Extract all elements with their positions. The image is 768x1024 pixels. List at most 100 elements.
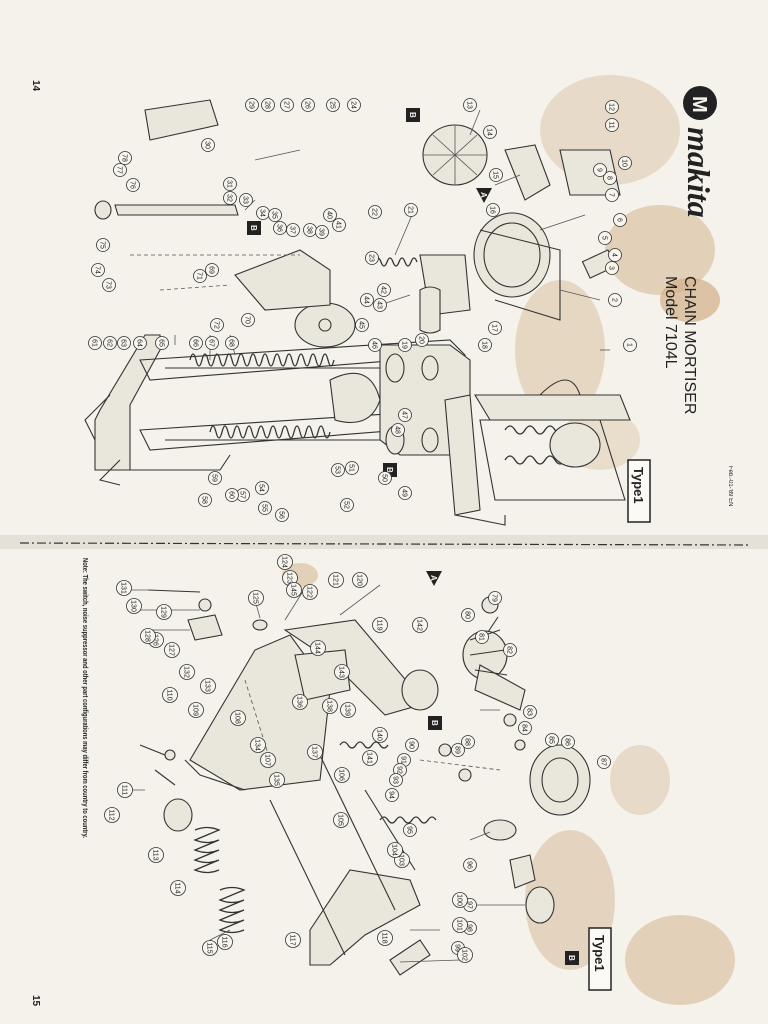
- callout-number: 86: [564, 738, 571, 746]
- part-callout: 36: [273, 221, 287, 235]
- return-spring: [374, 257, 418, 267]
- armature: [462, 616, 526, 711]
- callout-circle: [415, 333, 429, 347]
- title-line1: CHAIN MORTISER: [681, 276, 698, 414]
- callout-number: 56: [278, 511, 285, 519]
- part-callout: 94: [385, 788, 399, 802]
- callout-number: 142: [416, 619, 423, 631]
- callout-circle: [488, 591, 502, 605]
- part-callout: 93: [389, 773, 403, 787]
- callout-number: 126: [152, 634, 159, 646]
- part-callout: 120: [352, 572, 368, 588]
- callout-number: 133: [204, 680, 211, 692]
- callout-number: 28: [264, 101, 271, 109]
- part-callout: 28: [261, 98, 275, 112]
- callout-number: 34: [259, 209, 266, 217]
- callout-number: 123: [286, 572, 293, 584]
- callout-number: 77: [116, 166, 123, 174]
- callout-number: 36: [276, 224, 283, 232]
- callout-number: 129: [160, 606, 167, 618]
- part-callout: 32: [223, 191, 237, 205]
- callout-circle: [608, 293, 622, 307]
- callout-number: 97: [466, 901, 473, 909]
- callout-circle: [605, 100, 619, 114]
- part-callout: 49: [398, 486, 412, 500]
- callout-circle: [387, 842, 403, 858]
- part-callout: 107: [260, 752, 276, 768]
- part-callout: 121: [328, 572, 344, 588]
- part-callout: 88: [461, 735, 475, 749]
- callout-number: 7: [608, 193, 615, 197]
- callout-number: 39: [318, 228, 325, 236]
- part-callout: 134: [250, 737, 266, 753]
- part-callout: 143: [334, 664, 350, 680]
- part-callout: 136: [292, 694, 308, 710]
- assembled-view-left: [444, 379, 631, 526]
- type-label-right: Type1: [592, 935, 607, 972]
- callout-circle: [605, 261, 619, 275]
- part-callout: 58: [198, 493, 212, 507]
- part-callout: 69: [205, 263, 219, 277]
- part-callout: 3: [605, 261, 619, 275]
- part-callout: 104: [387, 842, 403, 858]
- type-label-left: Type1: [631, 467, 646, 504]
- part-callout: 80: [461, 608, 475, 622]
- callout-circle: [241, 313, 255, 327]
- callout-circle: [179, 664, 195, 680]
- callout-number: 144: [314, 642, 321, 654]
- callout-circle: [292, 694, 308, 710]
- callout-number: 32: [226, 194, 233, 202]
- part-callout: 26: [301, 98, 315, 112]
- part-callout: 106: [334, 767, 350, 783]
- part-callout: 135: [269, 772, 285, 788]
- callout-circle: [368, 205, 382, 219]
- part-callout: 108: [230, 710, 246, 726]
- left-page-number: 14: [30, 80, 41, 92]
- callout-circle: [148, 847, 164, 863]
- part-callout: 113: [148, 847, 164, 863]
- callout-number: 76: [129, 181, 136, 189]
- part-callout: 38: [303, 223, 317, 237]
- callout-number: 30: [204, 141, 211, 149]
- callout-number: 33: [242, 196, 249, 204]
- callout-circle: [405, 738, 419, 752]
- callout-number: 27: [283, 101, 290, 109]
- callout-number: 83: [526, 708, 533, 716]
- part-callout: 145: [286, 582, 302, 598]
- callout-circle: [373, 298, 387, 312]
- callout-number: 74: [94, 266, 101, 274]
- callout-number: 101: [456, 919, 463, 931]
- callout-number: 11: [608, 121, 615, 128]
- callout-number: 65: [158, 339, 165, 347]
- bracket-assembly: [234, 249, 331, 311]
- callout-circle: [250, 737, 266, 753]
- callout-circle: [618, 156, 632, 170]
- callout-number: 95: [406, 826, 413, 834]
- callout-number: 84: [521, 724, 528, 732]
- part-callout: 96: [463, 858, 477, 872]
- callout-number: 16: [489, 206, 496, 214]
- callout-number: 26: [304, 101, 311, 109]
- part-callout: 86: [561, 735, 575, 749]
- callout-circle: [104, 807, 120, 823]
- part-callout: 119: [372, 617, 388, 633]
- part-callout: 139: [340, 702, 356, 718]
- callout-number: 54: [258, 484, 265, 492]
- callout-circle: [378, 471, 392, 485]
- chain-bar-guide: [309, 869, 421, 966]
- callout-number: 14: [486, 128, 493, 136]
- callout-number: 53: [334, 466, 341, 474]
- part-callout: 46: [368, 338, 382, 352]
- marker-b: B: [247, 221, 261, 235]
- part-callout: 90: [405, 738, 419, 752]
- leader-lines-right: [125, 584, 525, 963]
- callout-circle: [225, 488, 239, 502]
- part-callout: 118: [377, 930, 393, 946]
- drive-sprocket: [525, 886, 555, 924]
- callout-circle: [103, 336, 117, 350]
- part-callout: 89: [451, 743, 465, 757]
- marker-letter: B: [249, 225, 258, 231]
- callout-circle: [355, 318, 369, 332]
- callout-number: 71: [196, 272, 203, 280]
- callout-number: 24: [350, 101, 357, 109]
